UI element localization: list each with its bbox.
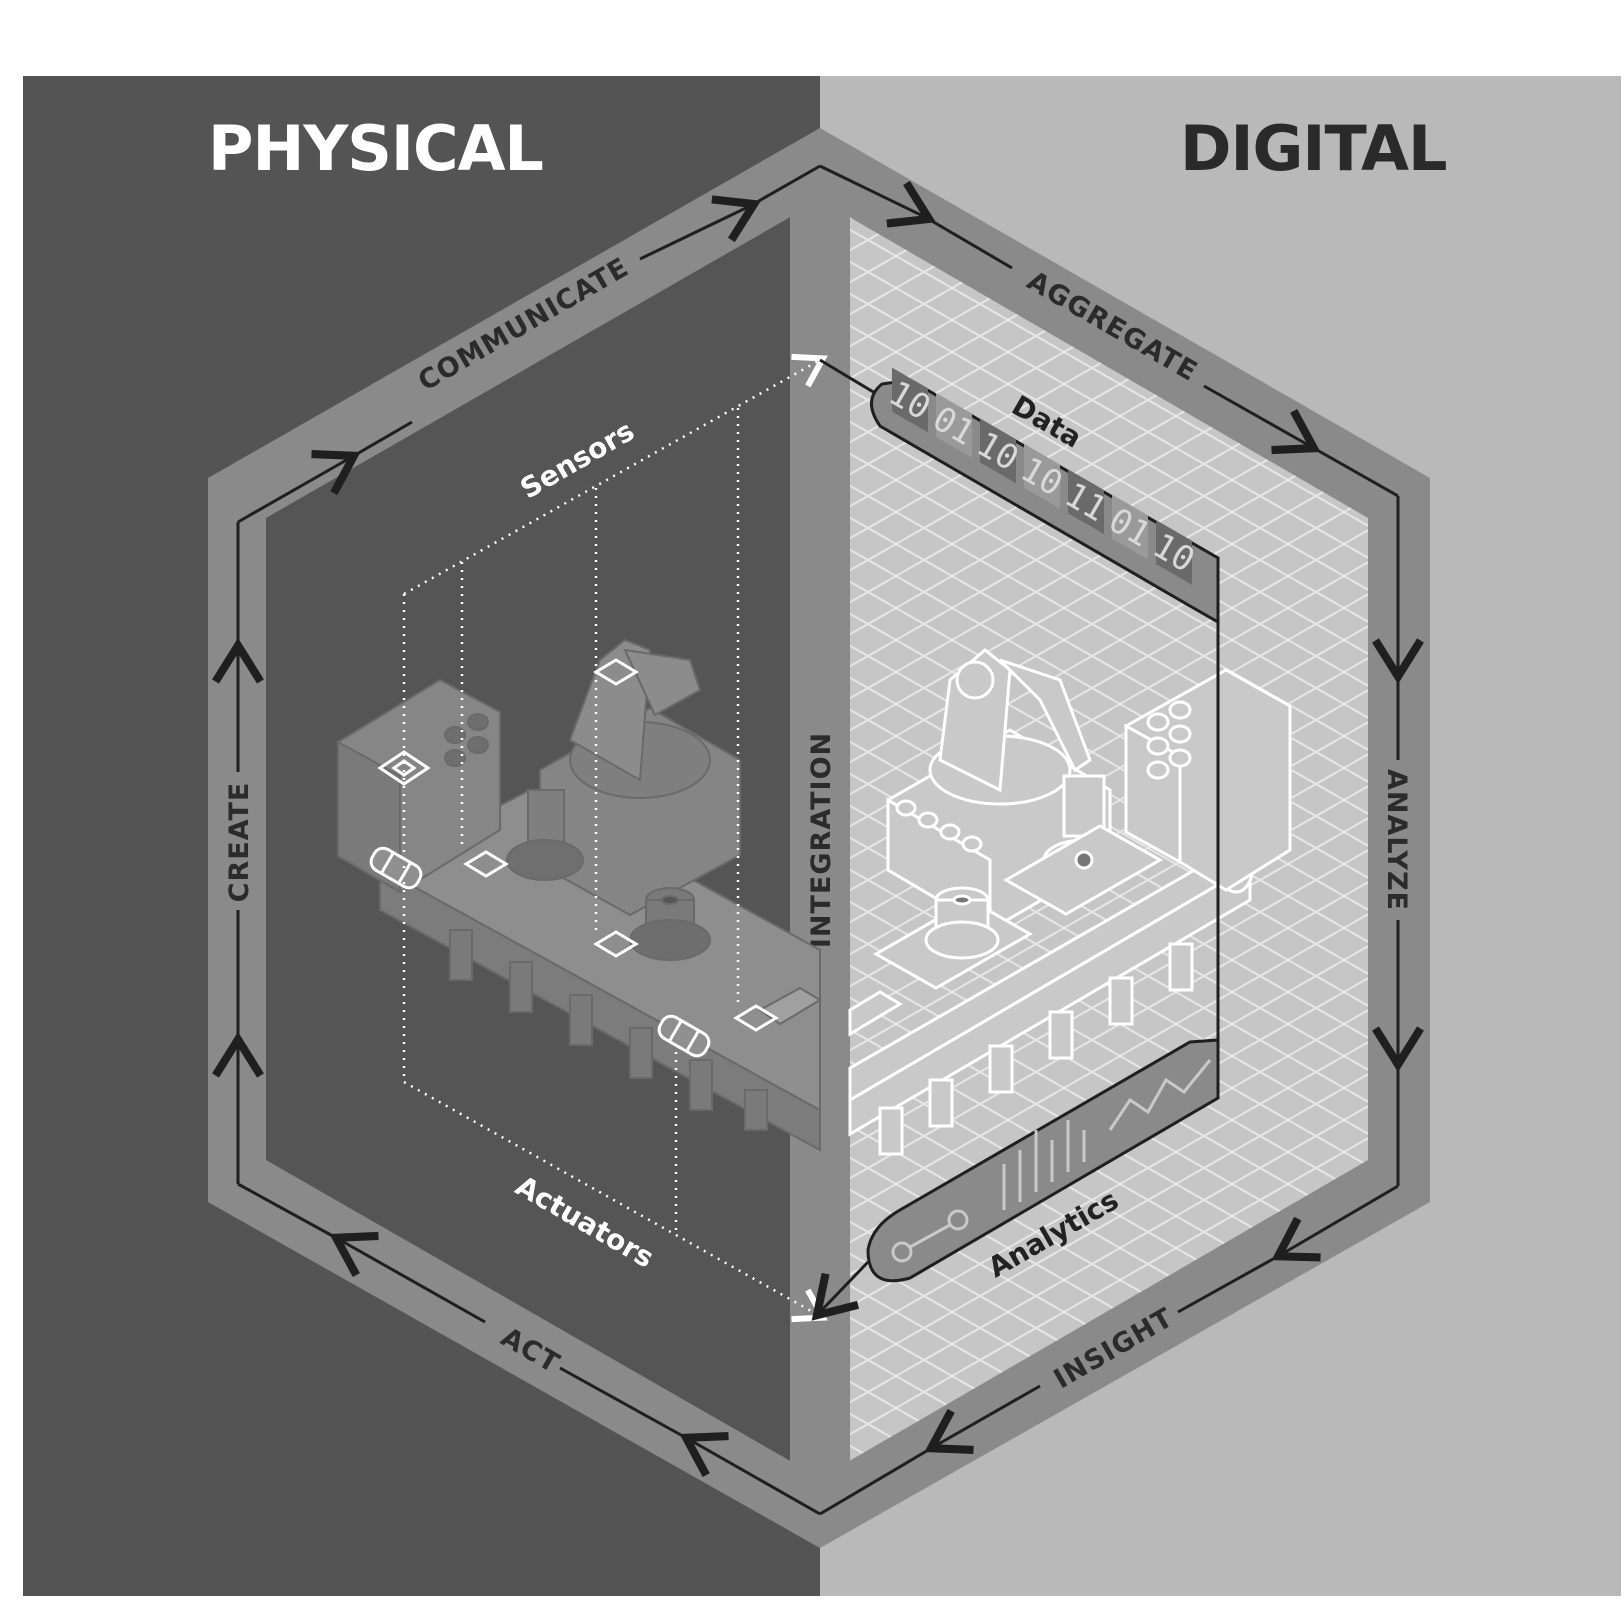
node-link-icon: [891, 1209, 969, 1263]
sensor-marker: [593, 658, 639, 686]
data-bit-cell: 10: [882, 367, 937, 433]
physical-title: PHYSICAL: [208, 112, 543, 185]
sensor-links: [402, 353, 828, 1323]
sensor-marker: [733, 1004, 779, 1032]
digital-title: DIGITAL: [1180, 112, 1446, 185]
actuator-icon: [369, 846, 423, 890]
integration-label: INTEGRATION: [806, 732, 837, 948]
cycle-analyze-label: ANALYZE: [1381, 769, 1412, 911]
digital-machine: [848, 648, 1292, 1156]
physical-machine: [337, 638, 822, 1152]
sensor-markers: [377, 658, 779, 1032]
sensor-marker: [377, 750, 431, 786]
actuator-icons: [369, 846, 711, 1058]
bar-chart-icon: [1002, 1120, 1086, 1210]
sensor-marker: [593, 930, 639, 958]
actuator-icon: [657, 1014, 711, 1058]
sensor-marker: [463, 850, 509, 878]
line-chart-icon: [1108, 1059, 1212, 1131]
cycle-create-label: CREATE: [224, 782, 255, 903]
cycle-path: [212, 164, 1424, 1516]
